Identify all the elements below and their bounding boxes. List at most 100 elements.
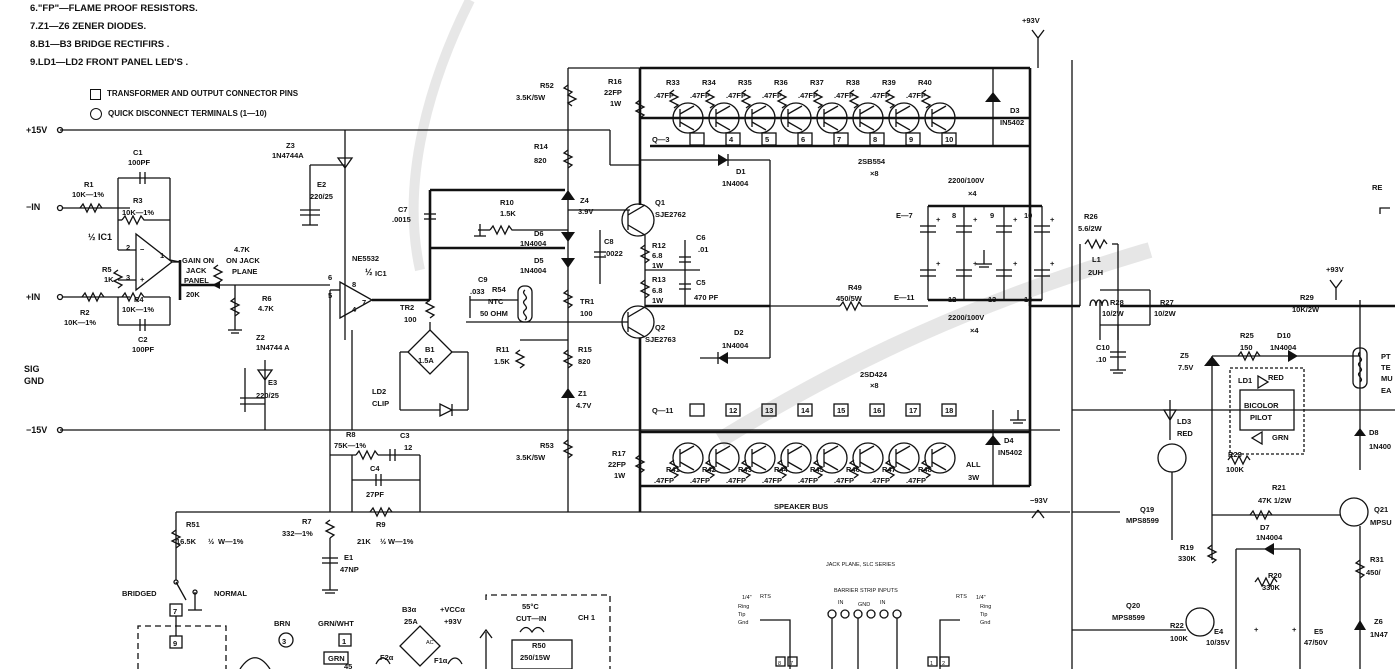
svg-text:1W: 1W [614,471,626,480]
svg-text:TE: TE [1381,363,1391,372]
svg-text:R13: R13 [652,275,666,284]
note-6: 6."FP"—FLAME PROOF RESISTORS. [30,3,198,14]
bottom-resistor-value: .47FP [906,476,926,485]
svg-text:+93V: +93V [1326,265,1344,274]
svg-text:+93V: +93V [444,617,462,626]
svg-text:820: 820 [534,156,547,165]
top-resistor [776,89,788,109]
top-resistor [704,89,716,109]
svg-text:R14: R14 [534,142,549,151]
svg-text:L1: L1 [1092,255,1101,264]
svg-text:GAIN ON: GAIN ON [182,256,214,265]
svg-text:100K: 100K [1170,634,1189,643]
q21-transistor [1339,497,1369,527]
protection-circuit: +93V R29 10K/2W PT TE MU EA R25 150 D10 … [1112,265,1393,669]
svg-text:CUT—IN: CUT—IN [516,614,546,623]
svg-text:R28: R28 [1110,298,1124,307]
svg-text:RE: RE [1372,183,1382,192]
circle-terminal-icon [90,108,102,120]
svg-text:332—1%: 332—1% [282,529,313,538]
svg-text:R17: R17 [612,449,626,458]
svg-text:9: 9 [990,211,994,220]
svg-text:RED: RED [1177,429,1193,438]
svg-text:½: ½ [208,537,214,546]
svg-text:IN: IN [838,600,844,606]
svg-text:F1α: F1α [434,656,448,665]
svg-text:BICOLOR: BICOLOR [1244,401,1279,410]
gnd-label: GND [24,376,45,386]
svg-text:R6: R6 [262,294,272,303]
bottom-terminal-box [761,403,777,417]
svg-text:R15: R15 [578,345,592,354]
svg-text:2200/100V: 2200/100V [948,176,984,185]
top-resistor-label: R35 [738,78,752,87]
svg-text:1N4004: 1N4004 [722,341,749,350]
svg-text:GRN: GRN [1272,433,1289,442]
top-resistor [920,89,932,109]
bottom-resistor [776,459,788,479]
svg-text:3: 3 [126,273,130,282]
svg-text:Gnd: Gnd [738,620,748,626]
svg-text:×8: ×8 [870,169,879,178]
svg-text:7: 7 [362,298,366,307]
svg-text:JACK PLANE, SLC SERIES: JACK PLANE, SLC SERIES [826,562,895,568]
bottom-transistor [672,442,704,474]
svg-text:12: 12 [948,295,956,304]
top-resistor-label: R34 [702,78,717,87]
bottom-transistor-label: 18 [945,406,953,415]
svg-text:+: + [1292,625,1297,634]
rail-neg15-label: −15V [26,425,47,435]
svg-text:3: 3 [282,637,286,646]
svg-text:100K: 100K [1226,465,1245,474]
svg-text:TR1: TR1 [580,297,594,306]
bottom-transistor [780,442,812,474]
top-resistor-value: .47FP [834,91,854,100]
svg-text:+VCCα: +VCCα [440,605,465,614]
top-transistor [780,102,812,134]
svg-text:Z3: Z3 [286,141,295,150]
svg-text:SJE2762: SJE2762 [655,210,686,219]
svg-text:IC1: IC1 [375,269,387,278]
svg-text:RTS: RTS [760,594,771,600]
svg-text:22FP: 22FP [608,460,626,469]
svg-text:BARRIER STRIP INPUTS: BARRIER STRIP INPUTS [834,588,898,594]
svg-text:D10: D10 [1277,331,1291,340]
legend-square-label: TRANSFORMER AND OUTPUT CONNECTOR PINS [107,89,299,98]
output-network: R49 450/5W R26 5.6/2W L1 2UH R28 10/2W R… [770,183,1395,374]
top-transistor-label: 6 [801,135,805,144]
svg-text:R27: R27 [1160,298,1174,307]
top-resistor-value: .47FP [654,91,674,100]
driver-stage: R52 3.5K/5W R14 820 R10 1.5K D6 1N4004 D… [372,67,640,512]
bottom-resistor [848,459,860,479]
svg-text:R21: R21 [1272,483,1286,492]
svg-text:10K—1%: 10K—1% [122,208,154,217]
svg-text:EA: EA [1381,386,1392,395]
pos-in-label: +IN [26,292,40,302]
top-transistor-label: 9 [909,135,913,144]
bottom-resistor-value: .47FP [798,476,818,485]
svg-text:R52: R52 [540,81,554,90]
svg-text:Z5: Z5 [1180,351,1189,360]
svg-text:C7: C7 [398,205,408,214]
svg-text:F2α: F2α [380,653,394,662]
top-resistor-value: .47FP [726,91,746,100]
svg-text:22FP: 22FP [604,88,622,97]
svg-text:R20: R20 [1268,571,1282,580]
svg-text:R23: R23 [1228,450,1242,459]
svg-text:E—7: E—7 [896,211,913,220]
ne5532-opamp [339,280,374,320]
svg-text:GRN/WHT: GRN/WHT [318,619,354,628]
svg-text:×4: ×4 [968,189,977,198]
top-transistor [708,102,740,134]
svg-text:IN5402: IN5402 [998,448,1022,457]
bottom-resistor [884,459,896,479]
svg-text:2200/100V: 2200/100V [948,313,984,322]
svg-text:330K: 330K [1178,554,1197,563]
svg-text:½: ½ [380,537,386,546]
svg-text:2UH: 2UH [1088,268,1103,277]
svg-text:4.7K: 4.7K [258,304,274,313]
svg-text:NE5532: NE5532 [352,254,379,263]
bottom-terminal-box [797,403,813,417]
svg-text:1W: 1W [652,296,664,305]
svg-text:Z6: Z6 [1374,617,1383,626]
